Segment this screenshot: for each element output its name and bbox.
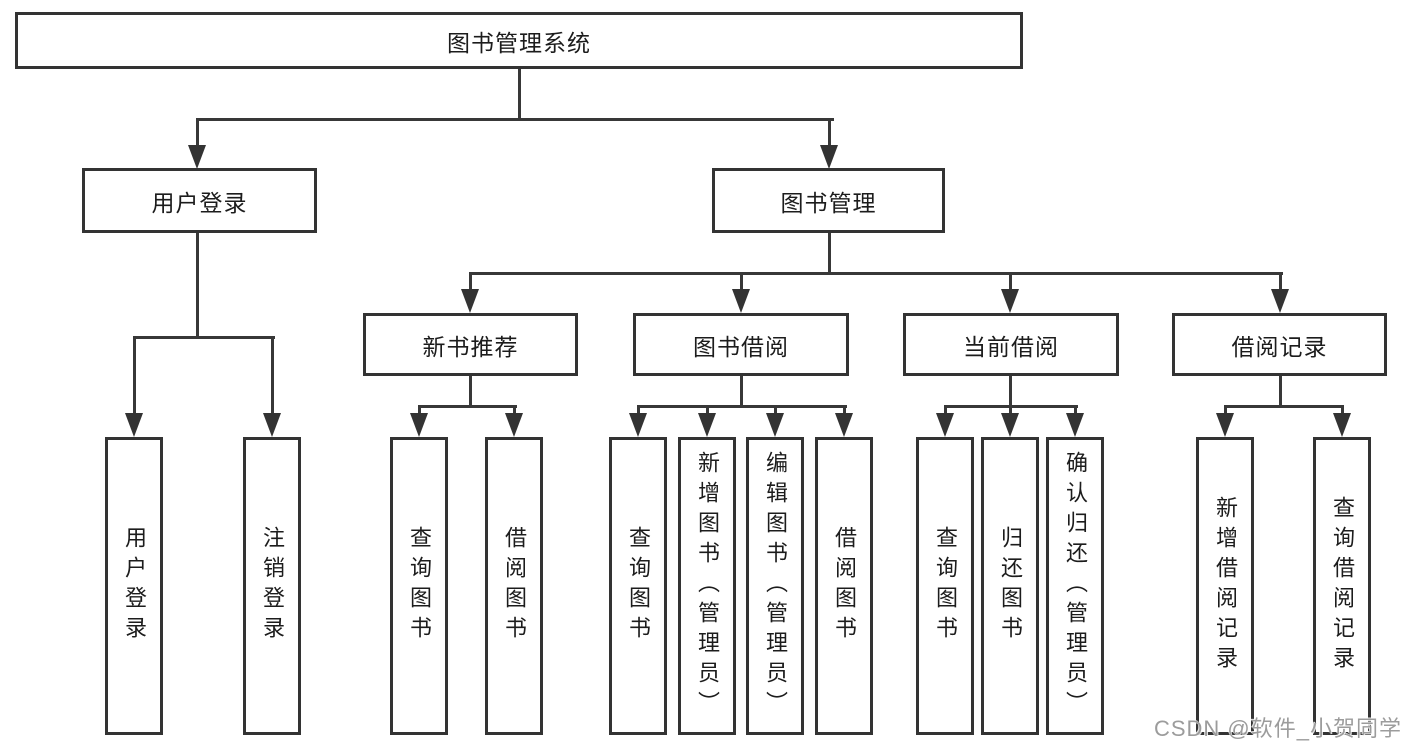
- connector-user-login-bar: [133, 336, 275, 339]
- connector-book-borrow-stem: [740, 376, 743, 408]
- node-borrow-record: 借阅记录: [1172, 313, 1387, 376]
- arrowhead-new-book: [461, 289, 479, 313]
- arrowhead-ul-leaf1: [263, 413, 281, 437]
- connector-level1-bar: [196, 118, 834, 121]
- arrowhead-book-mgmt: [820, 145, 838, 169]
- connector-cb-leaf2-drop: [1074, 405, 1077, 417]
- arrowhead-ul-leaf0: [125, 413, 143, 437]
- node-borrow-record-label: 借阅记录: [1231, 333, 1328, 360]
- connector-book-mgmt-drop: [828, 118, 831, 148]
- arrowhead-br-leaf0: [1216, 413, 1234, 437]
- leaf-bb-edit-books-admin: 编辑图书（管理员）: [746, 437, 804, 735]
- leaf-cb-query-books-label: 查询图书: [933, 526, 958, 646]
- csdn-watermark: CSDN @软件_小贺同学: [1153, 716, 1402, 741]
- leaf-nb-query-books-label: 查询图书: [407, 526, 432, 646]
- leaf-bb-query-books: 查询图书: [609, 437, 667, 735]
- connector-new-book-drop: [469, 272, 472, 292]
- connector-book-mgmt-stem: [828, 233, 831, 275]
- node-book-mgmt-label: 图书管理: [780, 189, 877, 216]
- arrowhead-bb-leaf1: [698, 413, 716, 437]
- leaf-logout: 注销登录: [243, 437, 301, 735]
- connector-cb-leaf0-drop: [944, 405, 947, 417]
- connector-bb-leaf0-drop: [637, 405, 640, 417]
- leaf-cb-confirm-return-admin: 确认归还（管理员）: [1046, 437, 1104, 735]
- leaf-nb-borrow-books-label: 借阅图书: [502, 526, 527, 646]
- leaf-bb-borrow-books: 借阅图书: [815, 437, 873, 735]
- arrowhead-nb-leaf0: [410, 413, 428, 437]
- connector-book-borrow-bar: [637, 405, 847, 408]
- connector-level3-bar: [469, 272, 1283, 275]
- connector-cb-leaf1-drop: [1009, 405, 1012, 417]
- arrowhead-book-borrow: [732, 289, 750, 313]
- arrowhead-bb-leaf0: [629, 413, 647, 437]
- connector-nb-leaf0-drop: [418, 405, 421, 417]
- connector-current-borrow-stem: [1009, 376, 1012, 408]
- connector-borrow-record-bar: [1224, 405, 1344, 408]
- leaf-cb-return-books-label: 归还图书: [998, 526, 1023, 646]
- node-root-label: 图书管理系统: [447, 29, 591, 56]
- arrowhead-cb-leaf2: [1066, 413, 1084, 437]
- leaf-bb-add-books-admin: 新增图书（管理员）: [678, 437, 736, 735]
- connector-new-book-bar: [418, 405, 517, 408]
- arrowhead-bb-leaf2: [766, 413, 784, 437]
- node-current-borrow-label: 当前借阅: [963, 333, 1059, 360]
- leaf-br-add-record: 新增借阅记录: [1196, 437, 1254, 735]
- leaf-cb-return-books: 归还图书: [981, 437, 1039, 735]
- connector-current-borrow-drop: [1009, 272, 1012, 292]
- arrowhead-cb-leaf0: [936, 413, 954, 437]
- arrowhead-current-borrow: [1001, 289, 1019, 313]
- node-root: 图书管理系统: [15, 12, 1023, 69]
- leaf-br-add-record-label: 新增借阅记录: [1213, 496, 1238, 676]
- connector-bb-leaf1-drop: [706, 405, 709, 417]
- arrowhead-bb-leaf3: [835, 413, 853, 437]
- node-new-book: 新书推荐: [363, 313, 578, 376]
- connector-user-login-stem: [196, 233, 199, 339]
- arrowhead-user-login: [188, 145, 206, 169]
- node-current-borrow: 当前借阅: [903, 313, 1119, 376]
- connector-borrow-record-stem: [1279, 376, 1282, 408]
- leaf-nb-borrow-books: 借阅图书: [485, 437, 543, 735]
- leaf-user-login-label: 用户登录: [122, 526, 147, 646]
- leaf-cb-confirm-return-admin-label: 确认归还（管理员）: [1063, 451, 1088, 721]
- leaf-bb-edit-books-admin-label: 编辑图书（管理员）: [763, 451, 788, 721]
- connector-nb-leaf1-drop: [513, 405, 516, 417]
- leaf-br-query-record-label: 查询借阅记录: [1330, 496, 1355, 676]
- node-user-login-label: 用户登录: [151, 189, 248, 216]
- leaf-bb-borrow-books-label: 借阅图书: [832, 526, 857, 646]
- connector-borrow-record-drop: [1279, 272, 1282, 292]
- leaf-bb-query-books-label: 查询图书: [626, 526, 651, 646]
- connector-bb-leaf3-drop: [843, 405, 846, 417]
- connector-ul-leaf0-drop: [133, 336, 136, 416]
- node-book-mgmt: 图书管理: [712, 168, 945, 233]
- node-new-book-label: 新书推荐: [422, 333, 519, 360]
- leaf-bb-add-books-admin-label: 新增图书（管理员）: [695, 451, 720, 721]
- connector-book-borrow-drop: [740, 272, 743, 292]
- arrowhead-cb-leaf1: [1001, 413, 1019, 437]
- arrowhead-br-leaf1: [1333, 413, 1351, 437]
- leaf-cb-query-books: 查询图书: [916, 437, 974, 735]
- arrowhead-nb-leaf1: [505, 413, 523, 437]
- connector-user-login-drop: [196, 118, 199, 148]
- connector-br-leaf0-drop: [1224, 405, 1227, 417]
- connector-root-stem: [518, 68, 521, 120]
- leaf-nb-query-books: 查询图书: [390, 437, 448, 735]
- arrowhead-borrow-record: [1271, 289, 1289, 313]
- node-user-login: 用户登录: [82, 168, 317, 233]
- connector-new-book-stem: [469, 376, 472, 408]
- connector-br-leaf1-drop: [1341, 405, 1344, 417]
- leaf-user-login: 用户登录: [105, 437, 163, 735]
- leaf-br-query-record: 查询借阅记录: [1313, 437, 1371, 735]
- connector-ul-leaf1-drop: [271, 336, 274, 416]
- node-book-borrow-label: 图书借阅: [693, 333, 789, 360]
- leaf-logout-label: 注销登录: [260, 526, 285, 646]
- node-book-borrow: 图书借阅: [633, 313, 849, 376]
- connector-bb-leaf2-drop: [774, 405, 777, 417]
